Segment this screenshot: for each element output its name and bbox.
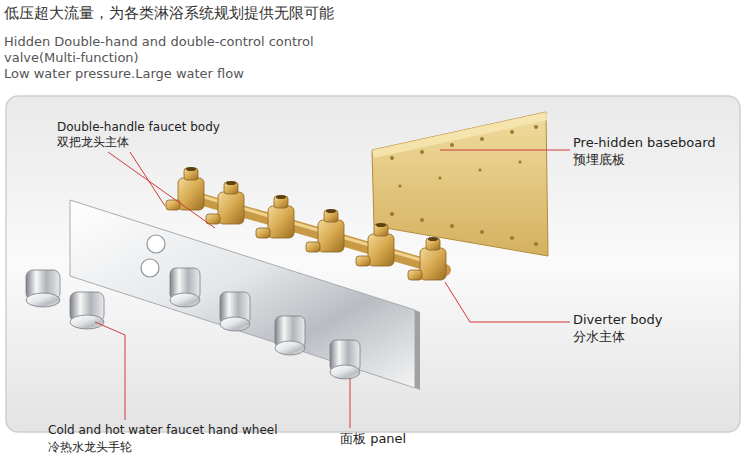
part-label: Double-handle faucet body xyxy=(57,120,220,134)
part-label: 双把龙头主体 xyxy=(57,135,129,149)
part-label: 冷热水龙头手轮 xyxy=(48,440,132,454)
part-label: 面板 panel xyxy=(340,431,406,447)
part-label: Diverter body xyxy=(573,312,662,328)
part-label: 分水主体 xyxy=(573,329,625,345)
part-label: Pre-hidden baseboard xyxy=(573,135,716,151)
subtitle-text: Low water pressure.Large water flow xyxy=(4,66,244,82)
subtitle-text: Hidden Double-hand and double-control co… xyxy=(4,34,324,65)
page-title: 低压超大流量，为各类淋浴系统规划提供无限可能 xyxy=(4,4,334,22)
part-label: Cold and hot water faucet hand wheel xyxy=(48,423,278,437)
part-label: 预埋底板 xyxy=(573,152,625,168)
